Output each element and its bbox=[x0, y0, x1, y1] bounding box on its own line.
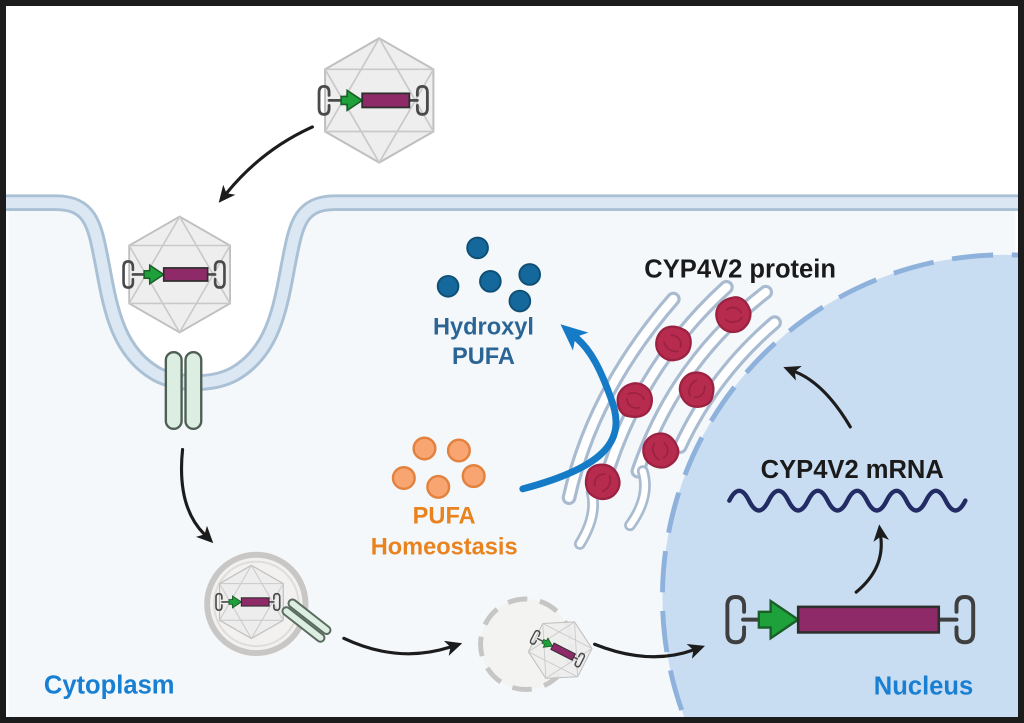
cyp4v2-mrna-label: CYP4V2 mRNA bbox=[761, 456, 944, 484]
hydroxyl-pufa-molecules bbox=[436, 236, 542, 313]
promoter-arrow bbox=[757, 598, 801, 641]
internalized-receptor bbox=[281, 598, 332, 643]
cyp4v2-gene bbox=[796, 605, 941, 634]
hydroxyl-pufa-label-line2: PUFA bbox=[452, 344, 515, 370]
endosome-escape bbox=[478, 596, 600, 692]
pufa-molecules bbox=[391, 436, 486, 499]
membrane-receptor bbox=[164, 350, 203, 431]
cyp4v2-protein-label: CYP4V2 protein bbox=[644, 255, 836, 283]
cytoplasm-label: Cytoplasm bbox=[44, 671, 175, 699]
arrow-translation bbox=[783, 365, 852, 429]
arrow-transcription bbox=[854, 524, 890, 594]
arrow-virus-entry bbox=[218, 125, 314, 203]
arrow-to-nucleus bbox=[593, 642, 705, 659]
nucleus-label: Nucleus bbox=[874, 672, 973, 700]
endosome bbox=[204, 551, 332, 657]
arrow-to-endosome bbox=[179, 447, 214, 544]
nucleus-body bbox=[660, 252, 1018, 717]
pufa-label-line1: PUFA bbox=[413, 503, 476, 529]
arrow-pufa-hydroxylation bbox=[519, 324, 620, 493]
hydroxyl-pufa-label-line1: Hydroxyl bbox=[433, 314, 534, 340]
pufa-label-line2: Homeostasis bbox=[371, 535, 518, 561]
mrna-wave bbox=[727, 488, 968, 513]
arrow-endosome-breakdown bbox=[342, 636, 463, 656]
transgene-construct bbox=[725, 595, 976, 645]
diagram-canvas: CYP4V2 protein CYP4V2 mRNA Hydroxyl PUFA… bbox=[6, 6, 1018, 717]
